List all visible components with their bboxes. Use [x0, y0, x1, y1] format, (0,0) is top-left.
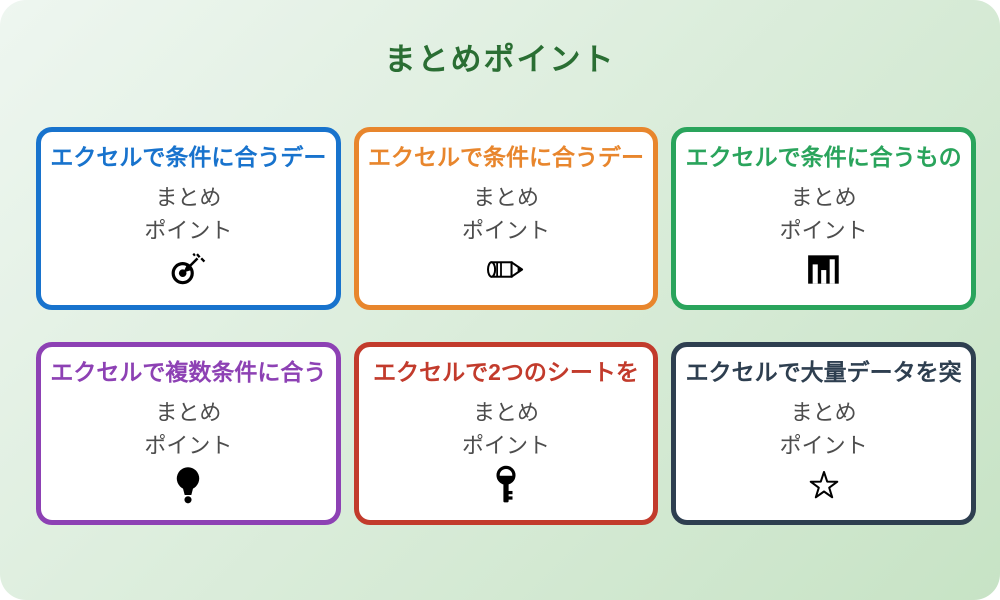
card-title: エクセルで条件に合うもの: [685, 144, 962, 170]
card-subtitle-line2: ポイント: [144, 217, 233, 243]
card-subtitle-line2: ポイント: [779, 217, 868, 243]
card-subtitle-line1: まとめ: [155, 184, 222, 210]
lightbulb-icon: [175, 465, 201, 505]
bar-chart-icon: [807, 250, 841, 290]
card-subtitle-line1: まとめ: [472, 399, 539, 425]
card-subtitle-line1: まとめ: [155, 399, 222, 425]
card-subtitle-line2: ポイント: [461, 432, 550, 458]
card-title: エクセルで2つのシートを: [373, 359, 639, 385]
card-filter-data-1[interactable]: エクセルで条件に合うデー まとめ ポイント: [36, 127, 341, 310]
card-subtitle-line2: ポイント: [779, 432, 868, 458]
pencil-icon: [486, 250, 526, 290]
star-icon: [808, 465, 840, 505]
key-icon: [493, 465, 519, 505]
card-grid: エクセルで条件に合うデー まとめ ポイント エクセルで条件に合うデー まとめ ポ…: [36, 127, 976, 525]
card-big-data-6[interactable]: エクセルで大量データを突 まとめ ポイント: [671, 342, 976, 525]
card-filter-data-2[interactable]: エクセルで条件に合うデー まとめ ポイント: [353, 127, 659, 310]
card-title: エクセルで複数条件に合う: [50, 359, 327, 385]
card-subtitle-line1: まとめ: [790, 184, 857, 210]
card-subtitle-line2: ポイント: [461, 217, 550, 243]
card-title: エクセルで条件に合うデー: [367, 144, 644, 170]
card-filter-match-3[interactable]: エクセルで条件に合うもの まとめ ポイント: [671, 127, 976, 310]
page-title: まとめポイント: [384, 42, 616, 77]
target-icon: [170, 250, 206, 290]
card-title: エクセルで大量データを突: [685, 359, 962, 385]
card-title: エクセルで条件に合うデー: [50, 144, 327, 170]
card-two-sheets-5[interactable]: エクセルで2つのシートを まとめ ポイント: [353, 342, 659, 525]
card-subtitle-line2: ポイント: [144, 432, 233, 458]
card-multi-condition-4[interactable]: エクセルで複数条件に合う まとめ ポイント: [36, 342, 341, 525]
card-subtitle-line1: まとめ: [472, 184, 539, 210]
card-subtitle-line1: まとめ: [790, 399, 857, 425]
